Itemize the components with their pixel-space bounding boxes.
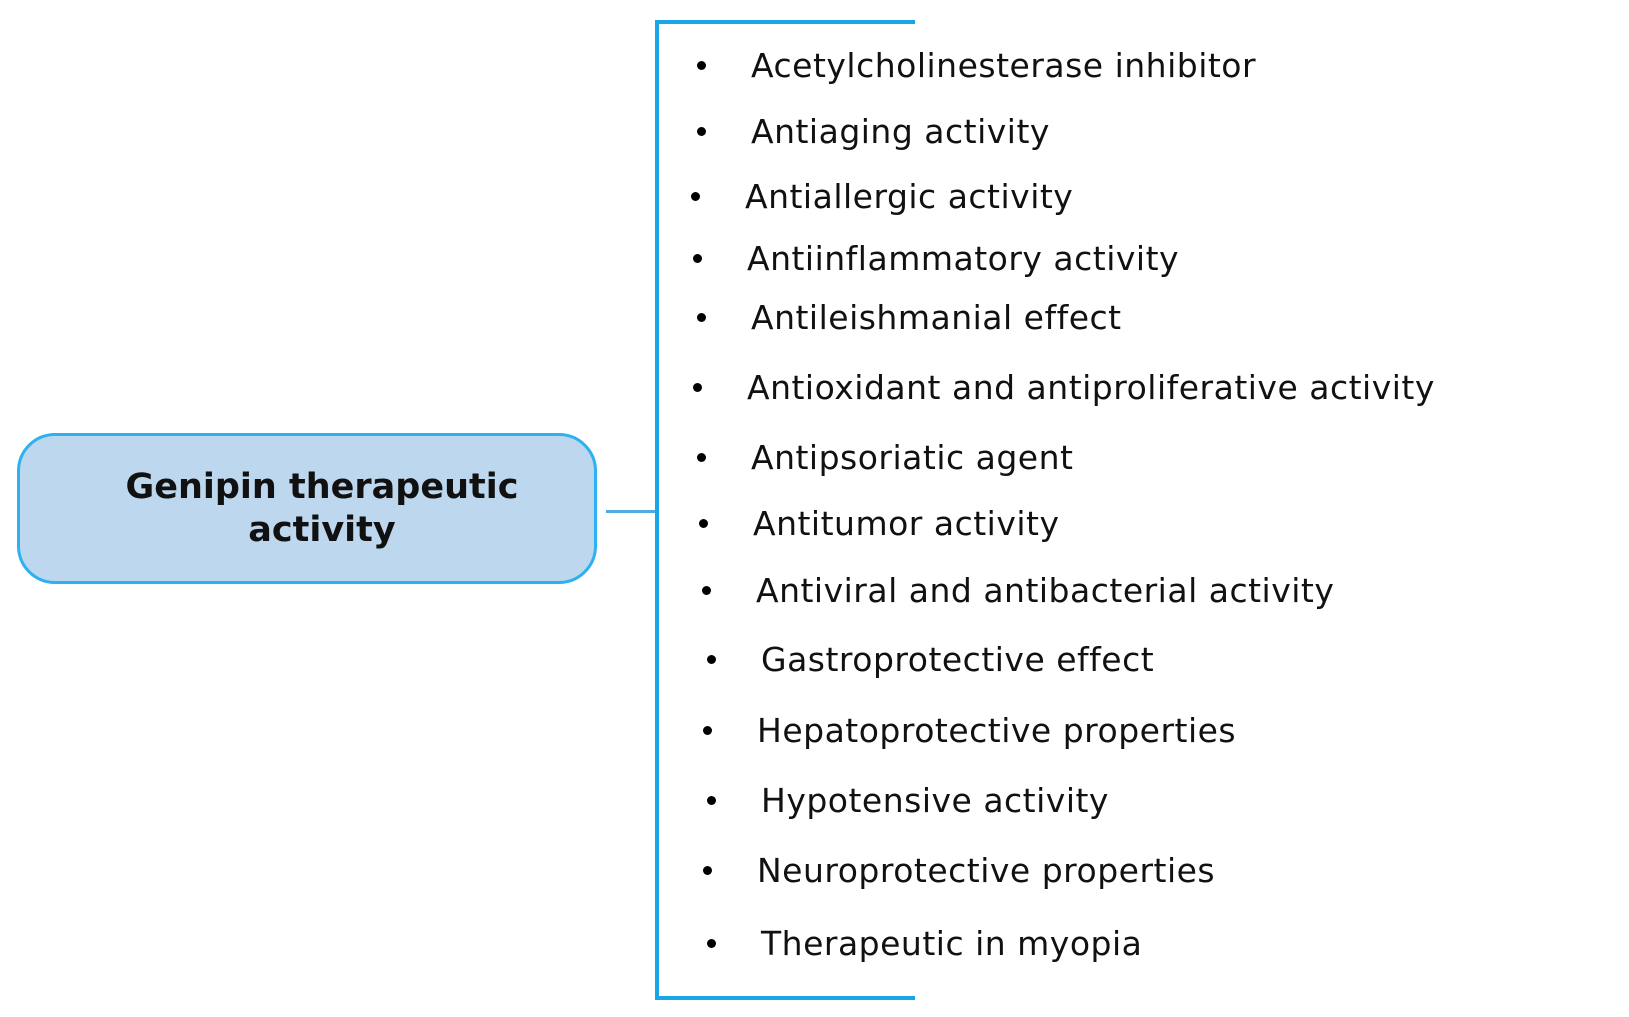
list-item: Antileishmanial effect xyxy=(697,293,1122,341)
list-item: Therapeutic in myopia xyxy=(707,919,1142,967)
list-item: Antiviral and antibacterial activity xyxy=(702,566,1334,614)
list-item: Acetylcholinesterase inhibitor xyxy=(697,41,1256,89)
list-item: Gastroprotective effect xyxy=(707,635,1154,683)
bullet-icon xyxy=(697,126,706,136)
list-item: Antiaging activity xyxy=(697,107,1050,155)
bullet-icon xyxy=(693,382,702,392)
bullet-icon xyxy=(693,253,702,263)
bullet-icon xyxy=(703,865,712,875)
list-item-label: Acetylcholinesterase inhibitor xyxy=(751,45,1257,85)
list-item-label: Antiinflammatory activity xyxy=(747,238,1180,278)
bullet-icon xyxy=(699,518,708,528)
root-label-line-1: Genipin therapeutic xyxy=(125,466,519,507)
list-item-label: Antipsoriatic agent xyxy=(751,437,1074,477)
list-item: Neuroprotective properties xyxy=(703,846,1215,894)
root-node: Genipin therapeutic activity xyxy=(17,433,597,584)
list-item-label: Antitumor activity xyxy=(753,503,1060,543)
bullet-icon xyxy=(697,60,706,70)
list-item-label: Antiaging activity xyxy=(751,111,1050,151)
list-item-label: Antiviral and antibacterial activity xyxy=(756,570,1335,610)
list-item: Hypotensive activity xyxy=(707,776,1109,824)
list-item: Antiinflammatory activity xyxy=(693,234,1179,282)
list-item: Hepatoprotective properties xyxy=(703,706,1236,754)
bullet-icon xyxy=(707,938,716,948)
list-item-label: Therapeutic in myopia xyxy=(761,923,1143,963)
list-item-label: Hepatoprotective properties xyxy=(757,710,1237,750)
list-item-label: Antileishmanial effect xyxy=(751,297,1122,337)
bullet-icon xyxy=(707,795,716,805)
bullet-icon xyxy=(697,312,706,322)
list-item: Antipsoriatic agent xyxy=(697,433,1073,481)
bullet-icon xyxy=(707,654,716,664)
bracket xyxy=(655,20,915,1000)
list-item-label: Gastroprotective effect xyxy=(761,639,1155,679)
list-item-label: Antioxidant and antiproliferative activi… xyxy=(747,367,1435,407)
list-item: Antioxidant and antiproliferative activi… xyxy=(693,363,1435,411)
bullet-icon xyxy=(703,725,712,735)
root-label: Genipin therapeutic activity xyxy=(82,466,562,552)
list-item: Antiallergic activity xyxy=(691,172,1073,220)
list-item-label: Neuroprotective properties xyxy=(757,850,1216,890)
bullet-icon xyxy=(702,585,711,595)
bullet-icon xyxy=(697,452,706,462)
list-item-label: Hypotensive activity xyxy=(761,780,1109,820)
list-item: Antitumor activity xyxy=(699,499,1059,547)
list-item-label: Antiallergic activity xyxy=(745,176,1074,216)
bullet-icon xyxy=(691,191,700,201)
connector-line xyxy=(606,510,657,513)
root-label-line-2: activity xyxy=(248,509,396,550)
